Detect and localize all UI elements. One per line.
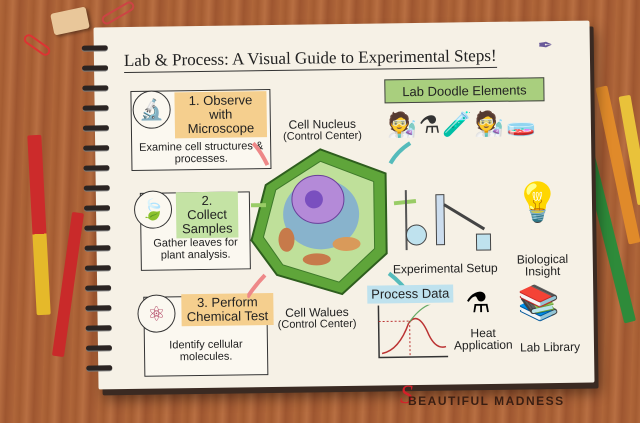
heat-line-2: Application xyxy=(453,337,513,353)
cell-walues-title: Cell Walues xyxy=(285,304,349,320)
scientist-doodles: 🧑‍🔬⚗🧪🧑‍🔬🧫 xyxy=(386,110,539,140)
step-heading: 2. Collect Samples xyxy=(175,191,239,239)
spiral-ring xyxy=(85,325,112,331)
page-title: Lab & Process: A Visual Guide to Experim… xyxy=(123,45,497,74)
spiral-ring xyxy=(83,145,110,151)
notebook-page: Lab & Process: A Visual Guide to Experim… xyxy=(81,20,595,390)
experimental-setup-illustration xyxy=(404,190,492,251)
lab-doodle-banner: Lab Doodle Elements xyxy=(384,77,545,104)
red-pencil xyxy=(51,211,85,358)
spiral-ring xyxy=(82,125,109,131)
pen-icon: ✒ xyxy=(537,35,554,56)
spiral-ring xyxy=(82,85,109,91)
process-data-label: Process Data xyxy=(367,284,454,304)
red-pencil xyxy=(27,134,51,316)
spiral-ring xyxy=(85,285,112,291)
cell-walues-label: Cell Walues (Control Center) xyxy=(277,304,357,331)
plant-cell-illustration xyxy=(250,148,388,296)
spiral-ring xyxy=(84,225,111,231)
biological-insight-label: Biological Insight xyxy=(517,252,569,279)
step-description: Gather leaves for plant analysis. xyxy=(153,236,238,262)
spiral-ring xyxy=(85,345,113,351)
spiral-ring xyxy=(83,185,110,191)
paperclip xyxy=(99,0,137,27)
spiral-ring xyxy=(81,45,108,51)
insight-line-2: Insight xyxy=(524,263,561,279)
spiral-ring xyxy=(83,205,111,211)
heat-flask-icon: ⚗ xyxy=(465,286,491,319)
paperclip xyxy=(21,32,53,58)
watermark: BEAUTIFUL MADNESS xyxy=(408,394,565,408)
eraser xyxy=(50,6,90,36)
notebooks-icon: 📚 xyxy=(517,283,560,323)
spiral-ring xyxy=(82,105,109,111)
spiral-ring xyxy=(82,65,109,71)
process-data-graph xyxy=(377,304,449,359)
spiral-ring xyxy=(84,265,111,271)
watermark-logo-swirl: S xyxy=(400,380,413,409)
spiral-ring xyxy=(85,305,112,311)
heat-application-label: Heat Application xyxy=(453,326,513,353)
spiral-ring xyxy=(83,165,110,171)
spiral-ring xyxy=(86,365,113,371)
spiral-ring xyxy=(84,245,111,251)
cell-walues-sub: (Control Center) xyxy=(277,317,357,331)
lab-library-label: Lab Library xyxy=(519,339,581,355)
step-description: Identify cellular molecules. xyxy=(169,338,243,364)
experimental-setup-label: Experimental Setup xyxy=(392,260,498,277)
lightbulb-brain-icon: 💡 xyxy=(513,181,562,225)
